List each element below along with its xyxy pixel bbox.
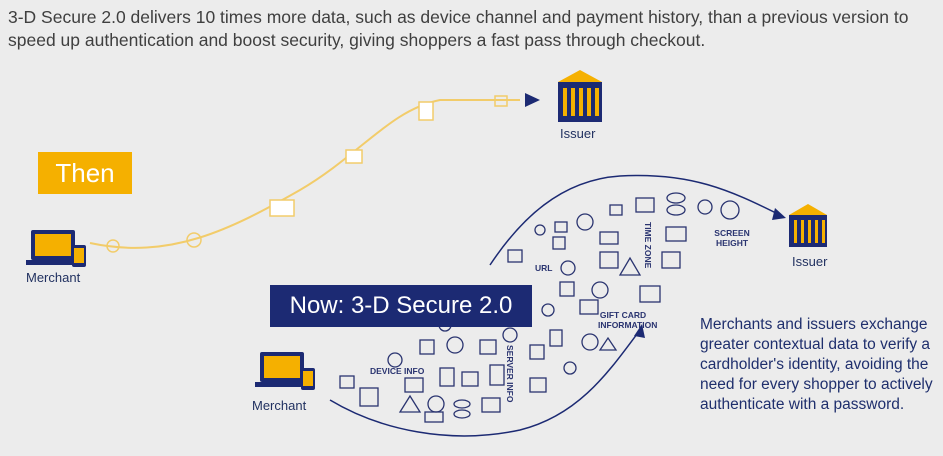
merchant-top-icon: [26, 230, 86, 267]
tag-device-info: DEVICE INFO: [370, 366, 425, 376]
then-card-icon: [269, 199, 295, 217]
headline-text: 3-D Secure 2.0 delivers 10 times more da…: [8, 7, 909, 50]
then-globe-icon: [186, 232, 202, 248]
then-label: Then: [38, 152, 132, 194]
tag-screen-height: SCREEN HEIGHT: [714, 228, 750, 248]
issuer-right-icon: [789, 204, 827, 247]
now-flow-lower-curve: [329, 329, 641, 437]
then-gear-icon: [106, 239, 120, 253]
then-message-icon: [345, 149, 363, 164]
merchant-bottom-icon: [255, 352, 315, 390]
description-text: Merchants and issuers exchange greater c…: [700, 316, 933, 413]
then-lock-icon: [494, 95, 508, 107]
issuer-right-label: Issuer: [792, 254, 828, 269]
now-label: Now: 3-D Secure 2.0: [270, 285, 532, 327]
data-icon-cloud: [339, 192, 740, 423]
then-flow-arrow: [525, 93, 540, 107]
now-flow-upper-curve: [489, 174, 781, 266]
then-doc-icon: [418, 101, 434, 121]
tag-server-info: SERVER INFO: [505, 345, 515, 403]
tag-time-zone: TIME ZONE: [643, 222, 653, 269]
tag-url: URL: [535, 263, 553, 273]
issuer-top-icon: [558, 70, 602, 122]
tag-gift-card: GIFT CARD INFORMATION: [598, 310, 658, 330]
then-flow-path: [89, 99, 520, 249]
merchant-bottom-label: Merchant: [252, 398, 307, 413]
now-flow-upper-arrow: [772, 208, 786, 220]
merchant-top-label: Merchant: [26, 270, 81, 285]
now-flow-lower-arrow: [634, 324, 645, 338]
issuer-top-label: Issuer: [560, 126, 596, 141]
